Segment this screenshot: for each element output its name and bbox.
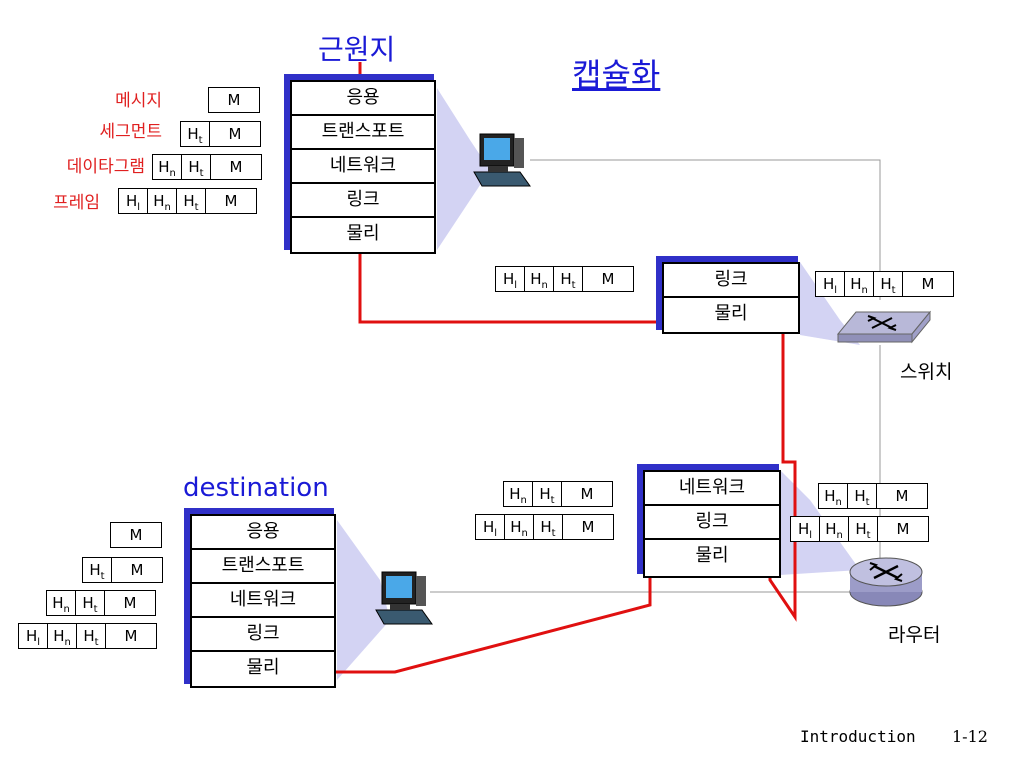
layer-app: 응용: [192, 516, 334, 550]
layer-link: 링크: [192, 618, 334, 652]
layer-transport: 트랜스포트: [192, 550, 334, 584]
layer-link: 링크: [645, 506, 779, 540]
layer-network: 네트워크: [292, 150, 434, 184]
label-frame: 프레임: [53, 193, 100, 213]
dest-computer-icon: [375, 571, 433, 625]
layer-transport: 트랜스포트: [292, 116, 434, 150]
page-number: 1-12: [952, 727, 988, 746]
footer-text: Introduction: [800, 727, 916, 746]
layer-network: 네트워크: [192, 584, 334, 618]
page-title: 캡슐화: [572, 56, 661, 94]
link-source-switch: [530, 159, 881, 300]
switch-icon: [836, 310, 932, 344]
switch-protocol-stack: 링크 물리: [656, 256, 802, 336]
dest-msg-box: M: [110, 522, 162, 548]
source-msg-box: M: [208, 87, 260, 113]
router-protocol-stack: 네트워크 링크 물리: [637, 464, 783, 580]
label-datagram: 데이타그램: [66, 157, 145, 177]
source-computer-icon: [473, 133, 531, 187]
source-label: 근원지: [318, 33, 396, 66]
dest-protocol-stack: 응용 트랜스포트 네트워크 링크 물리: [184, 508, 338, 690]
router-label: 라우터: [888, 624, 941, 646]
label-segment: 세그먼트: [99, 122, 162, 142]
source-protocol-stack: 응용 트랜스포트 네트워크 링크 물리: [284, 74, 438, 256]
switch-shadow-wedge: [800, 262, 860, 345]
layer-app: 응용: [292, 82, 434, 116]
layer-physical: 물리: [695, 545, 729, 566]
label-message: 메시지: [115, 91, 162, 111]
layer-physical: 물리: [714, 303, 748, 324]
layer-physical: 물리: [246, 657, 280, 678]
source-shadow-wedge: [437, 88, 490, 250]
layer-physical: 물리: [346, 223, 380, 244]
destination-label: destination: [183, 473, 329, 503]
dest-shadow-wedge: [337, 520, 390, 680]
layer-network: 네트워크: [645, 472, 779, 506]
layer-link: 링크: [664, 264, 798, 298]
switch-label: 스위치: [900, 361, 953, 383]
layer-link: 링크: [292, 184, 434, 218]
router-icon: [849, 557, 923, 607]
